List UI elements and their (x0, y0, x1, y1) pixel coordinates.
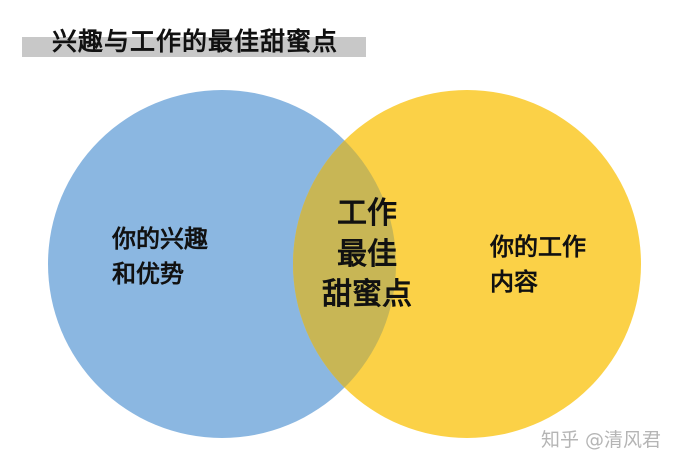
work-label: 你的工作 内容 (490, 230, 586, 300)
title-highlight-bar (22, 37, 366, 57)
work-label-line-1: 你的工作 (490, 233, 586, 261)
interests-label: 你的兴趣 和优势 (112, 222, 208, 292)
interests-label-line-2: 和优势 (112, 259, 184, 288)
sweet-spot-label: 工作 最佳 甜蜜点 (310, 194, 424, 316)
sweet-spot-label-line-1: 工作 (337, 196, 397, 231)
diagram-title: 兴趣与工作的最佳甜蜜点 (52, 27, 339, 56)
interests-label-line-1: 你的兴趣 (112, 225, 208, 253)
sweet-spot-label-line-2: 最佳 (337, 236, 397, 272)
interests-circle (48, 90, 396, 438)
sweet-spot-label-line-3: 甜蜜点 (322, 277, 412, 312)
work-label-line-2: 内容 (490, 267, 538, 296)
watermark: 知乎 @清风君 (541, 429, 662, 451)
work-circle (293, 90, 641, 438)
